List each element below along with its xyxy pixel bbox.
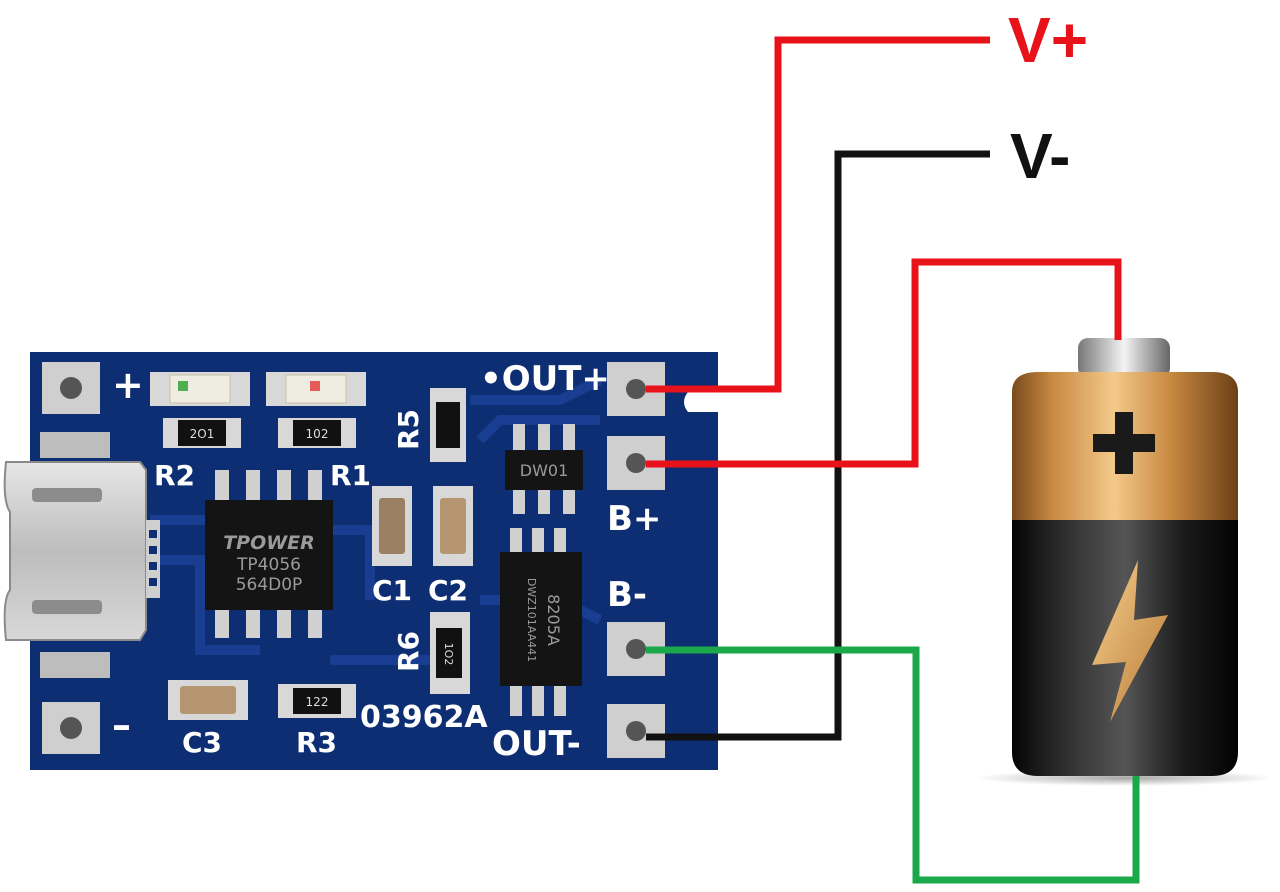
plus-icon (1093, 412, 1155, 474)
pcb-traces (150, 375, 603, 665)
pad-plus-label: + (112, 363, 144, 407)
c1-label: C1 (372, 574, 412, 607)
v-plus-label: V+ (1008, 4, 1088, 76)
svg-text:122: 122 (306, 695, 329, 709)
c2-label: C2 (428, 574, 468, 607)
battery (975, 338, 1275, 786)
svg-text:2O1: 2O1 (190, 427, 215, 441)
chip-dw01: DW01 (505, 424, 583, 514)
svg-text:8205A: 8205A (544, 594, 563, 646)
r5-label: R5 (392, 409, 425, 450)
out-minus-label: OUT- (492, 724, 581, 764)
v-minus-label: V- (1010, 120, 1070, 192)
resistor-r3: 122 (278, 684, 356, 718)
r6-label: R6 (392, 631, 425, 672)
lightning-bolt-icon (1092, 560, 1168, 722)
capacitor-c3 (168, 680, 248, 720)
pad-hole (60, 717, 82, 739)
wire-b-plus (646, 258, 1122, 468)
svg-text:DWZ101AA441: DWZ101AA441 (525, 578, 538, 662)
resistor-r2: 2O1 (163, 418, 241, 448)
resistor-r1: 102 (278, 418, 356, 448)
wire-b-minus (646, 646, 1140, 884)
chip-tp4056: TPOWER TP4056 564D0P (205, 470, 333, 638)
resistor-r6: 1O2 (430, 612, 470, 694)
battery-terminal (1078, 338, 1170, 378)
led-green (266, 372, 366, 406)
capacitor-c1 (372, 486, 412, 566)
pad-hole (626, 721, 646, 741)
svg-text:TPOWER: TPOWER (223, 532, 315, 554)
b-plus-label: B+ (607, 499, 661, 539)
svg-text:TP4056: TP4056 (236, 555, 301, 575)
pad-hole (626, 379, 646, 399)
pad-minus-label: – (112, 703, 131, 747)
svg-text:564D0P: 564D0P (236, 575, 303, 595)
micro-usb-port (3, 432, 160, 678)
chip-8205a: 8205A DWZ101AA441 (500, 528, 582, 716)
pad-hole (60, 377, 82, 399)
pad-hole (626, 453, 646, 473)
r1-label: R1 (330, 459, 371, 492)
led-red (150, 372, 250, 406)
r3-label: R3 (296, 726, 337, 759)
svg-text:102: 102 (306, 427, 329, 441)
board-code-label: 03962A (360, 700, 488, 735)
out-plus-label: •OUT+ (480, 359, 610, 399)
wire-out-plus (646, 36, 990, 393)
c3-label: C3 (182, 726, 222, 759)
b-minus-label: B- (607, 575, 647, 615)
wire-out-minus (646, 150, 990, 741)
capacitor-c2 (433, 486, 473, 566)
r2-label: R2 (154, 459, 195, 492)
wires (646, 36, 1140, 884)
svg-text:DW01: DW01 (520, 461, 569, 480)
resistor-r5 (430, 388, 466, 462)
charger-board: 2O1 102 TPOWER TP4056 564D0P (3, 352, 718, 770)
pad-hole (626, 639, 646, 659)
svg-text:1O2: 1O2 (442, 643, 455, 666)
